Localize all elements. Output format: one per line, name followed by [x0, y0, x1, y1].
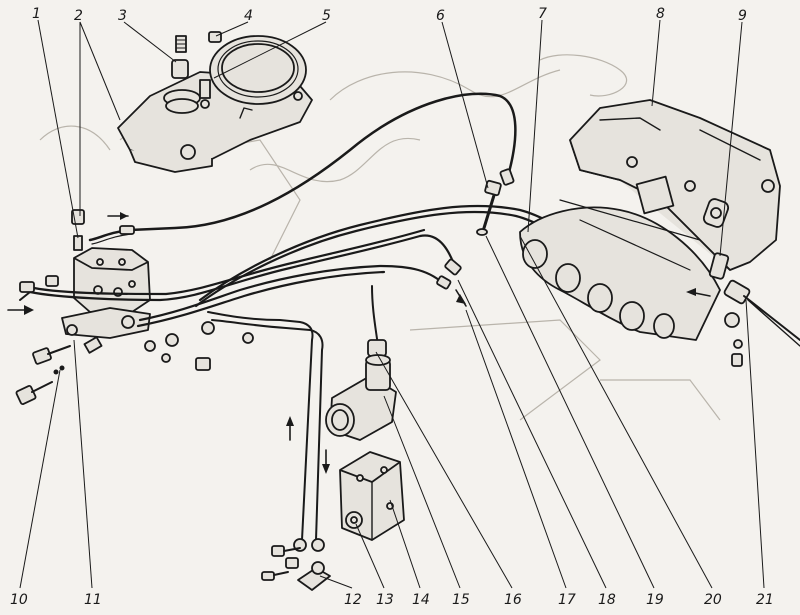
auxiliary-air-valve [339, 451, 405, 541]
intake-gasket-ring [209, 35, 307, 105]
callout-19: 19 [646, 592, 664, 608]
callout-13: 13 [376, 592, 394, 608]
injector-probe [476, 168, 515, 236]
lower-union-block [61, 307, 151, 354]
leader-lines [19, 19, 765, 589]
callout-9: 9 [738, 8, 747, 24]
flow-arrows [7, 212, 711, 474]
callout-2: 2 [74, 8, 83, 24]
warm-up-regulator-sensor [325, 285, 397, 441]
callout-11: 11 [84, 592, 102, 608]
callout-1: 1 [32, 6, 41, 22]
lower-bolts [261, 545, 331, 591]
throttle-screw [171, 35, 211, 109]
callout-20: 20 [704, 592, 722, 608]
callout-5: 5 [322, 8, 331, 24]
callout-21: 21 [756, 592, 774, 608]
callout-10: 10 [10, 592, 28, 608]
callout-8: 8 [656, 6, 665, 22]
callout-14: 14 [412, 592, 430, 608]
callout-labels: 1 2 3 4 5 6 7 8 9 10 11 12 13 14 15 16 1… [10, 6, 774, 608]
cap-nut [208, 31, 222, 43]
callout-7: 7 [538, 6, 547, 22]
manifold-runners [519, 198, 730, 341]
callout-16: 16 [504, 592, 522, 608]
fuel-distributor [71, 209, 151, 313]
callout-17: 17 [558, 592, 576, 608]
left-bolts [15, 275, 71, 405]
callout-15: 15 [452, 592, 470, 608]
callout-3: 3 [118, 8, 127, 24]
callout-12: 12 [344, 592, 362, 608]
pressure-regulator [708, 252, 800, 367]
middle-fittings [144, 321, 254, 371]
callout-4: 4 [244, 8, 253, 24]
callout-6: 6 [436, 8, 445, 24]
callout-18: 18 [598, 592, 616, 608]
